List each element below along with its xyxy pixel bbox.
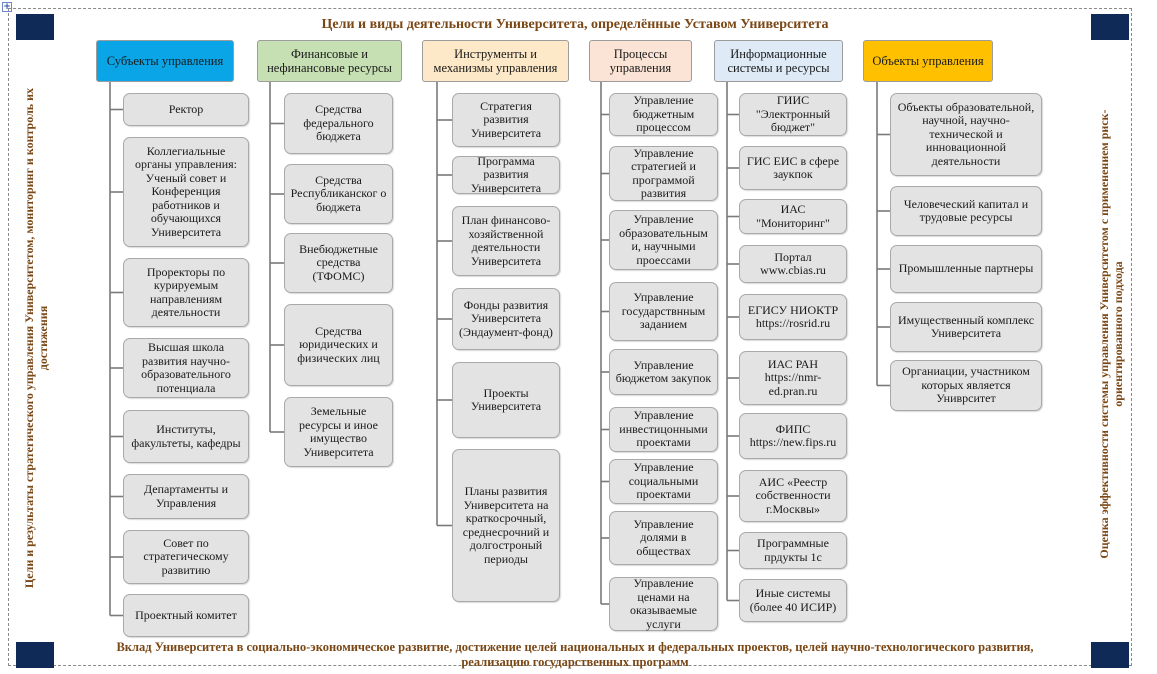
column-4-item-8: Управление долями в обществах	[609, 511, 718, 565]
column-5-item-9: Программные прдукты 1с	[739, 532, 847, 569]
column-1-item-3: Проректоры по курируемым направлениям де…	[123, 258, 249, 327]
column-3-item-4: Фонды развития Университета (Эндаумент-ф…	[452, 288, 560, 350]
column-header-2: Финансовые и нефинансовые ресурсы	[257, 40, 402, 82]
column-3-item-3: План финансово-хозяйственной деятельност…	[452, 206, 560, 276]
column-4-item-6: Управление инвестицонными проектами	[609, 407, 718, 452]
column-4-item-3: Управление образовательным и, научными п…	[609, 210, 718, 270]
diagram-title: Цели и виды деятельности Университета, о…	[321, 17, 829, 32]
column-3-item-1: Стратегия развития Университета	[452, 93, 560, 147]
column-1-item-7: Совет по стратегическому развитию	[123, 530, 249, 584]
bottom-caption-line-2: реализацию государственных программ	[461, 655, 689, 669]
column-2-item-3: Внебюджетные средства (ТФОМС)	[284, 233, 393, 293]
column-header-5: Информационные системы и ресурсы	[714, 40, 843, 82]
column-header-4: Процессы управления	[589, 40, 692, 82]
column-4-item-5: Управление бюджетом закупок	[609, 349, 718, 395]
column-5-item-5: ЕГИСУ НИОКТР https://rosrid.ru	[739, 294, 847, 340]
column-2-item-5: Земельные ресурсы и иное имущество Униве…	[284, 397, 393, 467]
corner-top-left	[16, 14, 54, 40]
column-5-item-8: АИС «Реестр собственности г.Москвы»	[739, 470, 847, 522]
column-6-item-2: Человеческий капитал и трудовые ресурсы	[890, 186, 1042, 236]
column-4-item-4: Управление государствнным заданием	[609, 282, 718, 341]
column-4-item-1: Управление бюджетным процессом	[609, 93, 718, 136]
column-1-item-4: Высшая школа развития научно-образовател…	[123, 338, 249, 398]
column-2-item-1: Средства федерального бюджета	[284, 93, 393, 154]
column-1-item-8: Проектный комитет	[123, 594, 249, 637]
column-3-item-6: Планы развития Университета на краткосро…	[452, 449, 560, 602]
column-6-item-1: Объекты образовательной, научной, научно…	[890, 93, 1042, 176]
column-5-item-10: Иные системы (более 40 ИСИР)	[739, 579, 847, 622]
column-1-item-5: Институты, факультеты, кафедры	[123, 410, 249, 463]
corner-bottom-left	[16, 642, 54, 668]
column-3-item-2: Программа развития Университета	[452, 154, 560, 195]
column-1-item-6: Департаменты и Управления	[123, 474, 249, 519]
column-5-item-1: ГИИС "Электронный бюджет"	[739, 93, 847, 136]
column-4-item-9: Управление ценами на оказываемые услуги	[609, 576, 718, 631]
move-handle-icon[interactable]: +	[2, 1, 12, 12]
column-6-item-5: Органиации, участником которых является …	[890, 360, 1042, 411]
corner-bottom-right	[1091, 642, 1129, 668]
corner-top-right	[1091, 14, 1129, 40]
column-3-item-5: Проекты Университета	[452, 362, 560, 438]
bottom-caption-line-1: Вклад Университета в социально-экономиче…	[116, 640, 1034, 654]
column-5-item-4: Портал www.cbias.ru	[739, 245, 847, 283]
column-4-item-7: Управление социальными проектами	[609, 459, 718, 504]
column-2-item-2: Средства Республиканског о бюджета	[284, 164, 393, 224]
column-6-item-4: Имущественный комплекс Университета	[890, 302, 1042, 352]
column-6-item-3: Промышленные партнеры	[890, 245, 1042, 293]
column-5-item-2: ГИС ЕИС в сфере заукпок	[739, 146, 847, 190]
column-4-item-2: Управление стратегией и программой разви…	[609, 146, 718, 201]
column-1-item-2: Коллегиальные органы управления: Ученый …	[123, 137, 249, 247]
column-header-3: Инструменты и механизмы управления	[422, 40, 569, 82]
bottom-caption: Вклад Университета в социально-экономиче…	[60, 640, 1090, 670]
column-5-item-6: ИАС РАН https://nmr-ed.pran.ru	[739, 351, 847, 405]
column-5-item-7: ФИПС https://new.fips.ru	[739, 413, 847, 459]
column-header-1: Субъекты управления	[96, 40, 234, 82]
column-header-6: Объекты управления	[863, 40, 993, 82]
diagram-frame	[8, 8, 1132, 666]
column-1-item-1: Ректор	[123, 93, 249, 126]
column-2-item-4: Средства юридических и физических лиц	[284, 304, 393, 386]
column-5-item-3: ИАС "Мониторинг"	[739, 199, 847, 234]
